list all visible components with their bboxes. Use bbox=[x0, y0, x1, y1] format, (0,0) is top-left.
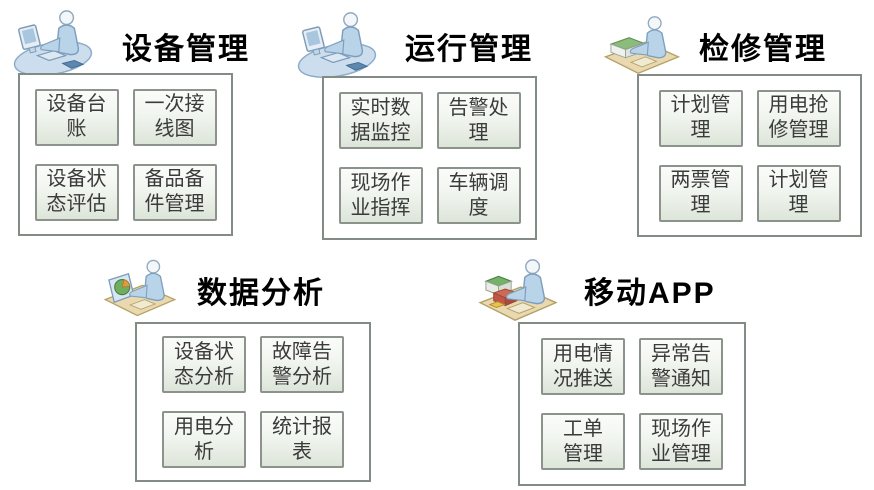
group-title: 检修管理 bbox=[699, 33, 827, 66]
module-button-plan-management-2[interactable]: 计划管 理 bbox=[756, 164, 841, 222]
module-button-power-usage-push[interactable]: 用电情 况推送 bbox=[541, 338, 625, 395]
group-title: 数据分析 bbox=[197, 277, 325, 310]
printer-desk-icon bbox=[600, 10, 682, 80]
group-box: 计划管 理 用电抢 修管理 两票管 理 计划管 理 bbox=[637, 74, 862, 237]
module-button-realtime-data-monitoring[interactable]: 实时数 据监控 bbox=[338, 92, 423, 149]
module-button-fault-alarm-analysis[interactable]: 故障告 警分析 bbox=[260, 336, 344, 393]
module-button-statistical-reports[interactable]: 统计报 表 bbox=[260, 411, 344, 468]
module-button-equipment-condition-analysis[interactable]: 设备状 态分析 bbox=[162, 336, 246, 393]
module-button-single-line-diagram[interactable]: 一次接 线图 bbox=[132, 88, 217, 146]
module-button-alarm-handling[interactable]: 告警处 理 bbox=[436, 92, 521, 149]
laptop-pie-chart-icon bbox=[100, 252, 180, 324]
group-title: 移动APP bbox=[584, 277, 716, 310]
module-button-power-repair-management[interactable]: 用电抢 修管理 bbox=[756, 89, 841, 147]
module-button-vehicle-dispatch[interactable]: 车辆调 度 bbox=[436, 167, 521, 224]
group-box: 设备状 态分析 故障告 警分析 用电分 析 统计报 表 bbox=[135, 322, 371, 482]
operator-computer-icon bbox=[8, 5, 96, 77]
group-box: 实时数 据监控 告警处 理 现场作 业指挥 车辆调 度 bbox=[322, 76, 537, 240]
desk-parcel-boxes-icon bbox=[474, 254, 562, 326]
group-title: 运行管理 bbox=[405, 33, 533, 66]
module-button-equipment-ledger[interactable]: 设备台 账 bbox=[34, 88, 119, 146]
group-box: 用电情 况推送 异常告 警通知 工单 管理 现场作 业管理 bbox=[518, 322, 746, 486]
module-button-field-work-command[interactable]: 现场作 业指挥 bbox=[338, 167, 423, 224]
module-button-plan-management-1[interactable]: 计划管 理 bbox=[658, 89, 743, 147]
module-button-equipment-condition-assessment[interactable]: 设备状 态评估 bbox=[34, 163, 119, 221]
module-button-work-order-management[interactable]: 工单 管理 bbox=[541, 413, 625, 470]
module-button-power-usage-analysis[interactable]: 用电分 析 bbox=[162, 411, 246, 468]
module-button-spare-parts-management[interactable]: 备品备 件管理 bbox=[132, 163, 217, 221]
module-button-two-ticket-management[interactable]: 两票管 理 bbox=[658, 164, 743, 222]
module-button-abnormal-alarm-notification[interactable]: 异常告 警通知 bbox=[639, 338, 723, 395]
module-button-field-work-management[interactable]: 现场作 业管理 bbox=[639, 413, 723, 470]
group-box: 设备台 账 一次接 线图 设备状 态评估 备品备 件管理 bbox=[18, 73, 233, 236]
operator-computer-icon bbox=[292, 7, 380, 79]
group-title: 设备管理 bbox=[122, 33, 250, 66]
